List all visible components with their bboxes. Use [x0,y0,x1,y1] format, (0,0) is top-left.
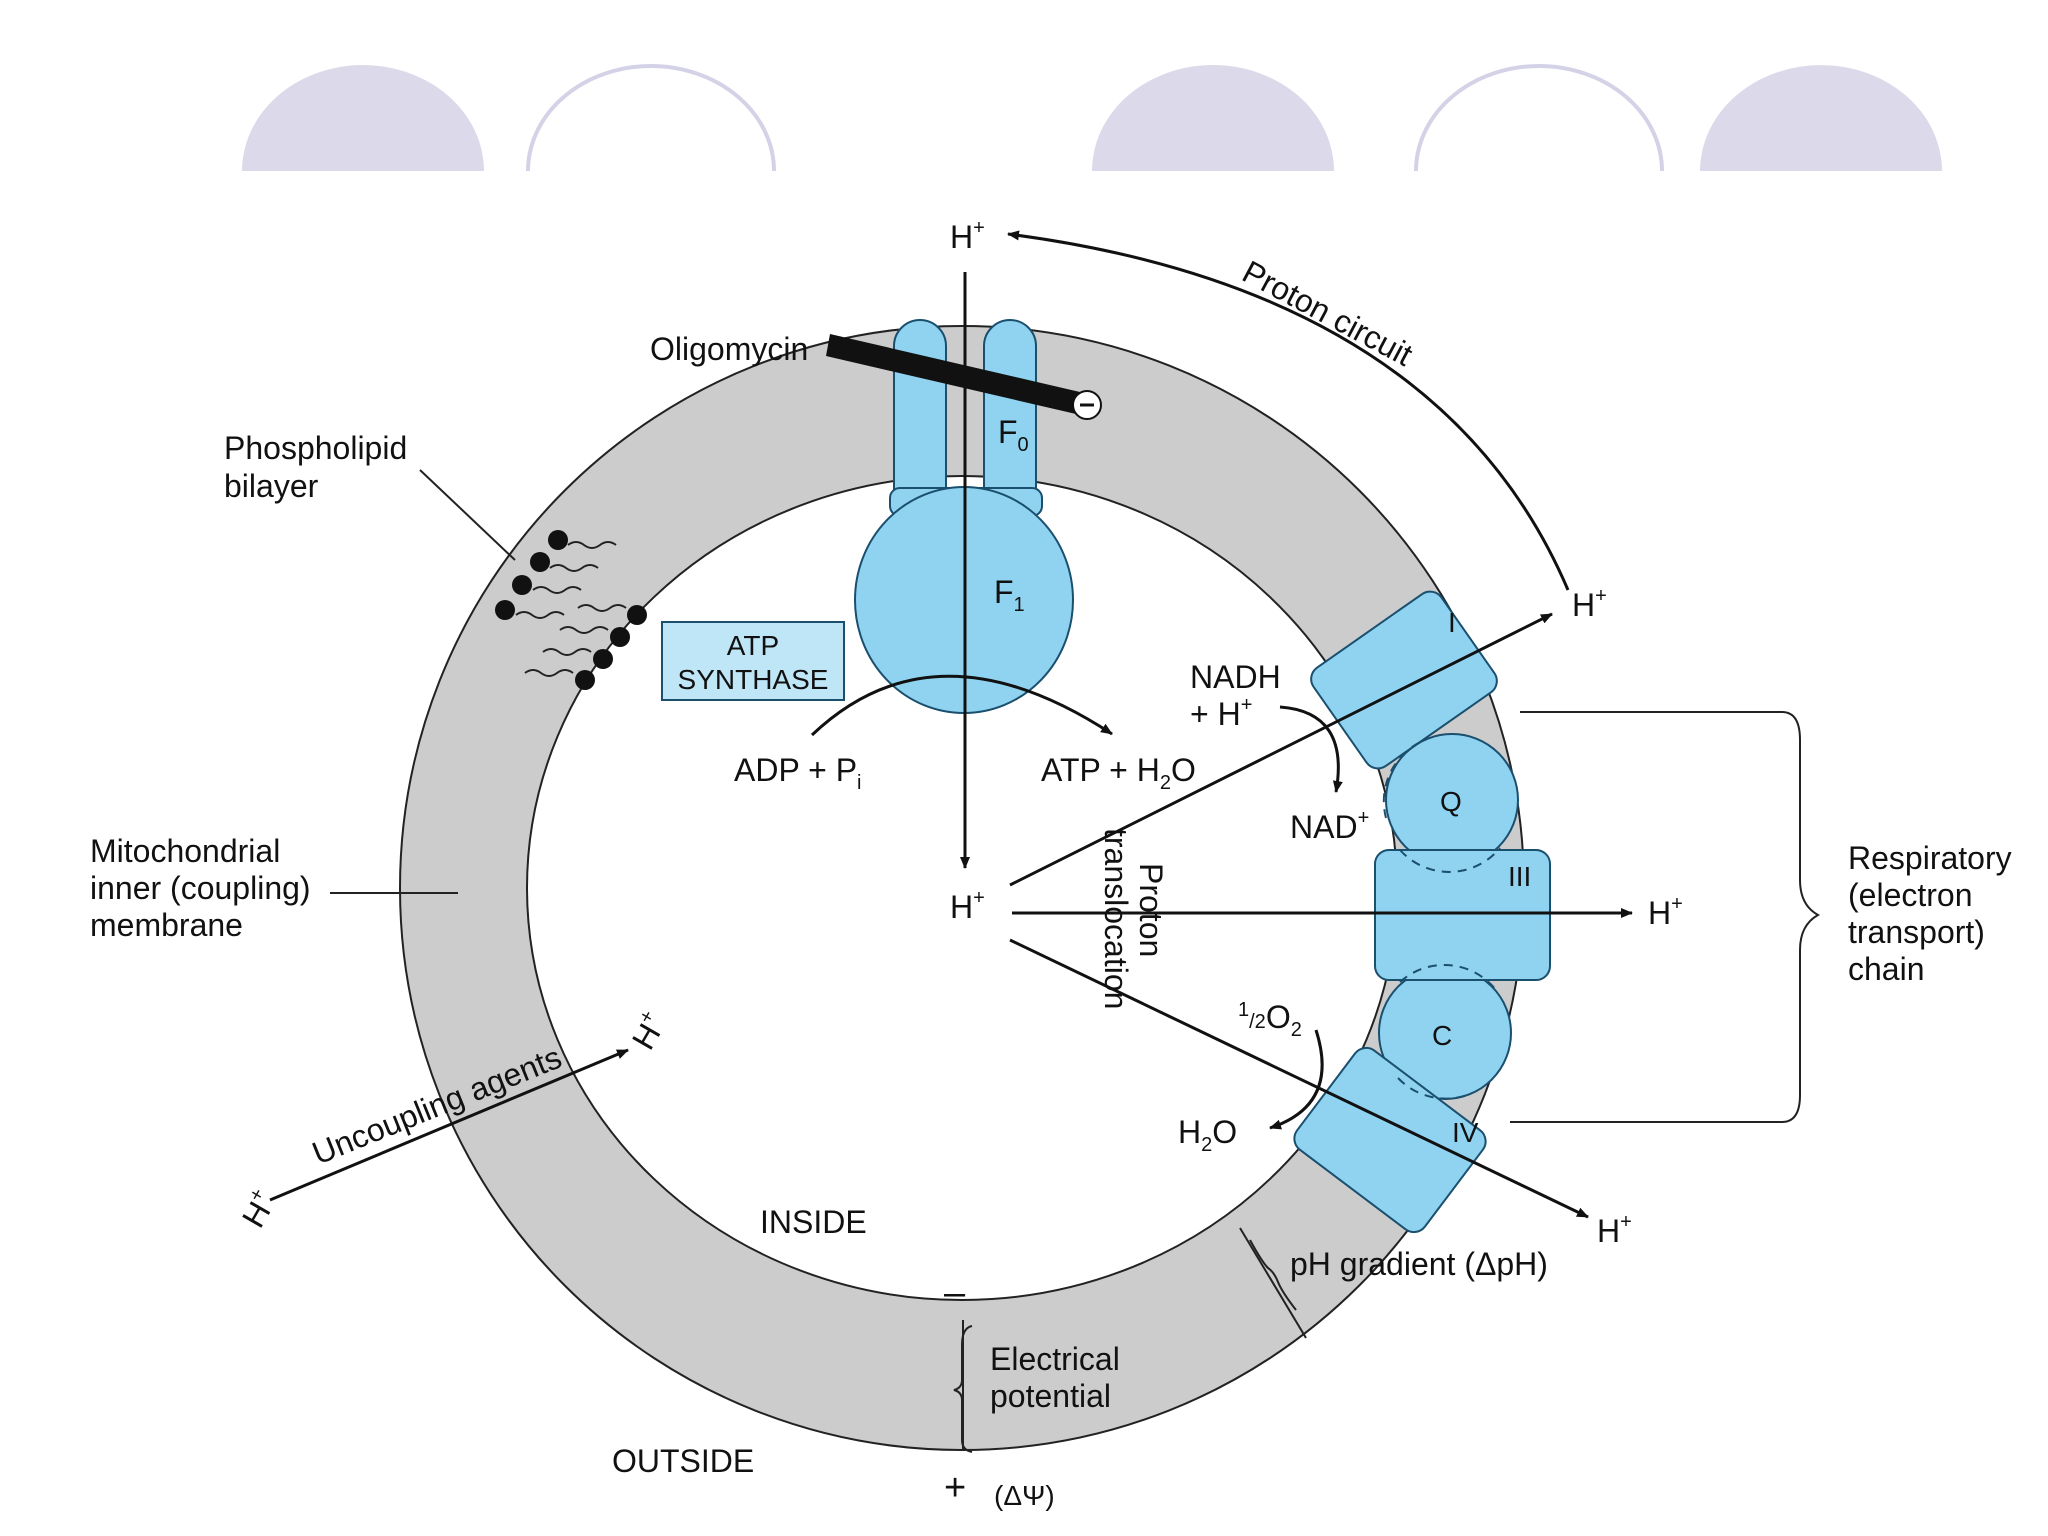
atp-h2o-label: ATP + H2O [1041,752,1196,794]
atp-synthase-box [661,621,845,701]
header-circle-3 [1092,65,1334,171]
mito-membrane-label-line3: membrane [90,907,243,943]
f1-label: F1 [994,574,1025,616]
minus-sign: – [944,1272,966,1314]
nad-label: NAD+ [1290,807,1369,845]
respiratory-label-line2: (electron [1848,877,1973,913]
nadh-label-line1: NADH [1190,659,1281,695]
respiratory-label-line4: chain [1848,951,1925,987]
phospholipid-label-line2: bilayer [224,468,319,504]
respiratory-brace [1510,711,1821,1123]
arrow-nadh-to-nad [1279,705,1343,793]
ph-brace [1249,1239,1297,1311]
header-circle-4 [1414,64,1664,172]
arrow-adp-to-atp [810,674,1113,737]
complex-c-label: C [1432,1020,1452,1051]
delta-psi-label: (ΔΨ) [994,1480,1055,1511]
f0-stalk-left [893,319,947,493]
proton-translocation-label-line2: translocation [1098,828,1134,1009]
nadh-label-line2: + H+ [1190,694,1252,732]
half-o2-label: 1/2O2 [1238,999,1302,1041]
header-circle-5 [1700,65,1942,171]
electrical-potential-label-line2: potential [990,1378,1111,1414]
mito-membrane-label-line1: Mitochondrial [90,833,280,869]
proton-circuit-label: Proton circuit [1237,253,1419,373]
oligomycin-bar [826,334,1102,420]
respiratory-label-line3: transport) [1848,914,1985,950]
f0-stalk-right [983,319,1037,493]
h2o-label: H2O [1178,1114,1237,1156]
atp-synthase-label-line1: ATP [727,630,779,661]
h-plus-complex-i: H+ [1572,585,1607,623]
complex-iv-label: IV [1452,1117,1479,1148]
respiratory-label-line1: Respiratory [1848,840,2012,876]
complex-i-label: I [1448,607,1456,638]
respiratory-chain [1293,590,1551,1234]
atp-synthase-label-line2: SYNTHASE [678,664,829,695]
phospholipid-pointer [419,469,516,561]
h-plus-uncoupling-start: H+ [233,1184,283,1233]
header-circle-2 [526,64,776,172]
arrow-proton-complex-i [1009,612,1553,887]
inside-label: INSIDE [760,1204,867,1240]
proton-translocation-label-line1: Proton [1133,863,1169,957]
h-plus-complex-iii: H+ [1648,893,1683,931]
header-circle-1 [242,65,484,171]
complex-i [1310,590,1498,770]
plus-sign: + [944,1467,966,1509]
h-plus-top: H+ [950,217,985,255]
ph-gradient-label: pH gradient (ΔpH) [1290,1246,1548,1282]
arrow-proton-circuit [1007,230,1570,591]
oligomycin-label: Oligomycin [650,331,808,367]
complex-iii-label: III [1508,861,1531,892]
h-plus-complex-iv: H+ [1597,1211,1632,1249]
mito-membrane-label-line2: inner (coupling) [90,870,311,906]
outside-label: OUTSIDE [612,1443,754,1479]
complex-q-label: Q [1440,786,1462,817]
arrow-uncoupling [269,1048,629,1202]
adp-label: ADP + Pi [734,752,861,794]
h-plus-center: H+ [950,887,985,925]
electrical-brace [953,1325,973,1453]
header-decoration [242,64,1942,172]
arrows [269,230,1633,1219]
phospholipid-label-line1: Phospholipid [224,430,407,466]
arrow-o2-to-h2o [1269,1029,1324,1130]
electrical-potential-label-line1: Electrical [990,1341,1120,1377]
ph-gap-line [1239,1227,1307,1339]
phospholipid-bilayer [495,530,647,690]
f0-label: F0 [998,414,1029,456]
complex-iii [1374,849,1551,981]
arrow-proton-complex-iv [1009,938,1589,1219]
